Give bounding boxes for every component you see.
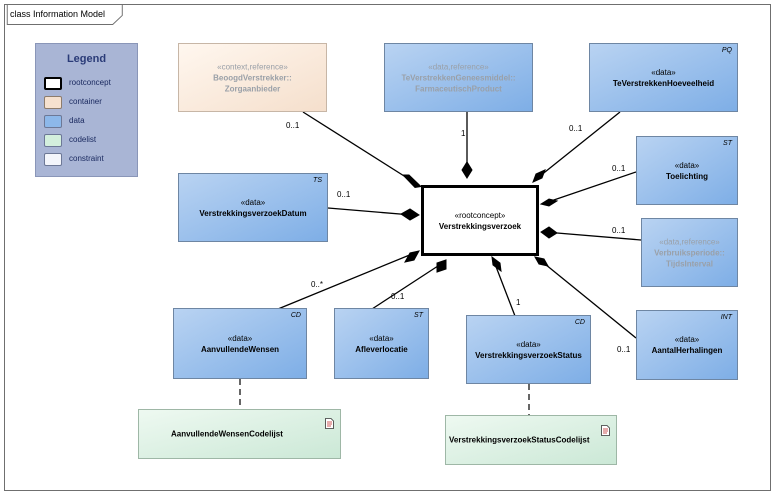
legend-swatch <box>44 77 62 90</box>
legend-title: Legend <box>66 53 107 65</box>
legend-label: codelist <box>69 135 97 144</box>
stereotype-label: «data» <box>674 335 700 344</box>
stereotype-label: «data» <box>240 197 266 207</box>
composition-diamond-beoogd <box>401 174 423 189</box>
class-toelichting[interactable]: ST «data» Toelichting <box>636 136 738 205</box>
class-name: AanvullendeWensen <box>200 344 280 354</box>
type-tag: ST <box>723 140 732 147</box>
multiplicity-hoeveelheid: 0..1 <box>569 124 583 133</box>
class-verstrekkingsverzoek-root[interactable]: «rootconcept» Verstrekkingsverzoek <box>421 185 539 256</box>
legend-label: rootconcept <box>69 78 111 87</box>
class-name: VerstrekkingsverzoekDatum <box>199 208 307 218</box>
class-beoogd-verstrekker[interactable]: «context,reference» BeoogdVerstrekker:: … <box>178 43 327 112</box>
composition-diamond-toelichting <box>539 198 559 207</box>
link-herhalingen <box>539 259 637 339</box>
class-name: TeVerstrekkenHoeveelheid <box>612 78 715 88</box>
stereotype-label: «data» <box>369 333 394 343</box>
class-name: Afleverlocatie <box>355 344 408 354</box>
multiplicity-verbruiksperiode: 0..1 <box>612 226 626 235</box>
class-aanvullende-wensen[interactable]: CD «data» AanvullendeWensen <box>173 308 307 379</box>
link-wensen <box>277 253 413 310</box>
type-tag: CD <box>290 312 301 319</box>
class-afleverlocatie[interactable]: ST «data» Afleverlocatie <box>334 308 429 379</box>
class-verstrekkingsverzoek-datum[interactable]: TS «data» VerstrekkingsverzoekDatum <box>178 173 328 242</box>
codelist-name: AanvullendeWensenCodelijst <box>171 429 283 439</box>
stereotype-label: «data» <box>674 160 700 170</box>
legend-swatch <box>44 153 62 166</box>
codelist-name: VerstrekkingsverzoekStatusCodelijst <box>449 435 590 445</box>
class-name: Toelichting <box>665 171 709 181</box>
type-tag: ST <box>414 312 423 319</box>
codelist-aanvullende-wensen[interactable]: AanvullendeWensenCodelijst <box>138 409 341 459</box>
multiplicity-status: 1 <box>516 298 521 307</box>
stereotype-label: «context,reference» <box>217 62 288 71</box>
link-status <box>494 263 516 317</box>
link-verbruiksperiode <box>544 231 642 241</box>
class-verbruiksperiode[interactable]: «data,reference» Verbruiksperiode:: Tijd… <box>641 218 738 287</box>
class-farmaceutisch-product[interactable]: «data,reference» TeVerstrekkenGeneesmidd… <box>384 43 533 112</box>
composition-diamond-hoeveelheid <box>532 169 546 183</box>
diagram-title: class Information Model <box>10 9 106 19</box>
link-hoeveelheid <box>539 111 621 177</box>
legend-label: constraint <box>69 154 104 163</box>
multiplicity-beoogd: 0..1 <box>286 121 300 130</box>
composition-diamond-herhalingen <box>534 256 549 267</box>
type-tag: INT <box>720 314 732 321</box>
multiplicity-afleverlocatie: 0..1 <box>391 292 405 301</box>
type-tag: TS <box>313 177 322 184</box>
stereotype-label: «data» <box>516 339 541 349</box>
class-te-verstrekken-hoeveelheid[interactable]: PQ «data» TeVerstrekkenHoeveelheid <box>589 43 738 112</box>
class-name: TeVerstrekkenGeneesmiddel:: Farmaceutisc… <box>401 73 516 93</box>
legend-label: container <box>69 97 102 106</box>
legend: Legend rootconcept container data codeli… <box>35 43 138 177</box>
frame-title-tab <box>6 4 123 25</box>
stereotype-label: «rootconcept» <box>454 210 506 220</box>
multiplicity-toelichting: 0..1 <box>612 164 626 173</box>
composition-diamond-datum <box>400 208 420 221</box>
stereotype-label: «data» <box>227 333 253 343</box>
legend-swatch <box>44 134 62 147</box>
class-name: BeoogdVerstrekker:: Zorgaanbieder <box>213 73 292 93</box>
composition-diamond-verbruiksperiode <box>540 226 558 239</box>
class-name: VerstrekkingsverzoekStatus <box>475 350 582 360</box>
multiplicity-wensen: 0..* <box>311 280 324 289</box>
composition-diamond-status <box>491 255 502 273</box>
legend-label: data <box>69 116 85 125</box>
class-name: Verbruiksperiode:: TijdsInterval <box>654 248 725 268</box>
link-beoogd <box>302 111 413 182</box>
link-toelichting <box>544 171 637 204</box>
class-name: AantalHerhalingen <box>651 346 723 355</box>
legend-swatch <box>44 115 62 128</box>
legend-swatch <box>44 96 62 109</box>
link-datum <box>327 207 413 216</box>
multiplicity-herhalingen: 0..1 <box>617 345 631 354</box>
document-icon <box>601 425 610 436</box>
stereotype-label: «data» <box>651 67 676 77</box>
multiplicity-datum: 0..1 <box>337 190 351 199</box>
link-afleverlocatie <box>371 263 442 310</box>
composition-diamond-afleverlocatie <box>436 259 447 273</box>
multiplicity-farmaceutisch: 1 <box>461 129 466 138</box>
class-name: Verstrekkingsverzoek <box>438 221 522 231</box>
stereotype-label: «data,reference» <box>428 62 489 71</box>
type-tag: PQ <box>721 47 732 54</box>
document-icon <box>325 418 334 429</box>
composition-diamond-wensen <box>404 250 420 263</box>
type-tag: CD <box>574 319 585 326</box>
stereotype-label: «data,reference» <box>659 237 720 246</box>
class-verstrekkingsverzoek-status[interactable]: CD «data» VerstrekkingsverzoekStatus <box>466 315 591 384</box>
class-aantal-herhalingen[interactable]: INT «data» AantalHerhalingen <box>636 310 738 380</box>
codelist-verstrekkingsverzoek-status[interactable]: VerstrekkingsverzoekStatusCodelijst <box>445 415 617 465</box>
composition-diamond-farmaceutisch <box>461 161 473 179</box>
